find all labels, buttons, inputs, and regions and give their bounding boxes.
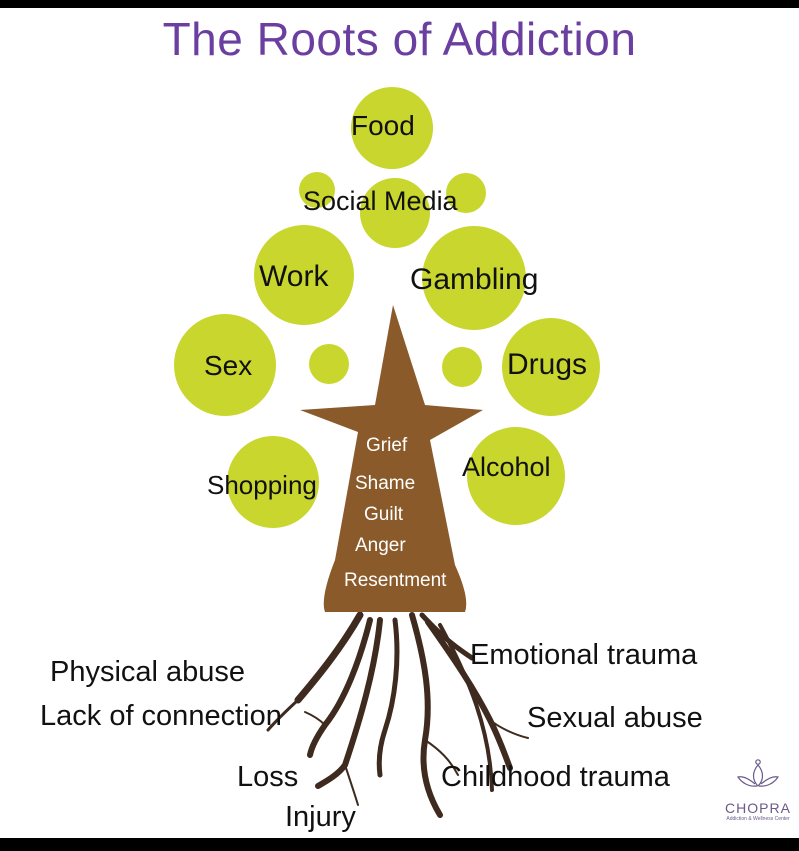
branch-gambling: Gambling	[410, 263, 539, 296]
branch-drugs: Drugs	[507, 348, 588, 381]
branch-alcohol: Alcohol	[462, 452, 551, 482]
leaf-circle-small-mid-left	[309, 344, 349, 384]
page-title: The Roots of Addiction	[162, 13, 637, 65]
tree-trunk	[300, 305, 483, 612]
trunk-emotion-resentment: Resentment	[344, 570, 447, 591]
trunk-emotion-anger: Anger	[355, 535, 406, 556]
roots	[266, 611, 529, 818]
root-childhood-trauma: Childhood trauma	[441, 761, 670, 793]
leaf-circle-sex	[174, 314, 276, 416]
leaf-circle-gambling	[422, 226, 526, 330]
logo-tagline: Addiction & Wellness Center	[726, 816, 790, 822]
trunk-emotion-shame: Shame	[355, 473, 416, 494]
root-lack-of-connection: Lack of connection	[40, 700, 282, 732]
leaf-circle-alcohol	[467, 427, 565, 525]
leaf-circle-shopping	[227, 436, 319, 528]
root-injury: Injury	[285, 801, 356, 833]
leaf-circle-small-top-left	[299, 172, 335, 208]
branch-work: Work	[259, 260, 329, 293]
chopra-logo: CHOPRA Addiction & Wellness Center	[718, 760, 798, 822]
root-sexual-abuse: Sexual abuse	[527, 702, 703, 734]
root-physical-abuse: Physical abuse	[50, 656, 246, 688]
trunk-emotion-guilt: Guilt	[364, 504, 404, 525]
root-emotional-trauma: Emotional trauma	[470, 639, 698, 671]
lotus-icon	[737, 759, 779, 787]
branch-food: Food	[351, 110, 415, 141]
leaf-circle-food	[351, 87, 433, 169]
root-loss: Loss	[237, 761, 299, 793]
leaf-circle-social-media	[360, 178, 430, 248]
branch-sex: Sex	[204, 350, 253, 381]
leaf-circle-work	[254, 225, 354, 325]
branch-social-media: Social Media	[303, 186, 458, 216]
bottom-border	[0, 838, 799, 851]
leaf-circle-small-mid-right	[442, 347, 482, 387]
branch-shopping: Shopping	[207, 470, 317, 500]
trunk-emotion-grief: Grief	[366, 435, 408, 456]
logo-name: CHOPRA	[725, 800, 791, 816]
leaf-circle-drugs	[502, 318, 600, 416]
top-border	[0, 0, 799, 8]
leaf-circle-small-top-right	[446, 173, 486, 213]
